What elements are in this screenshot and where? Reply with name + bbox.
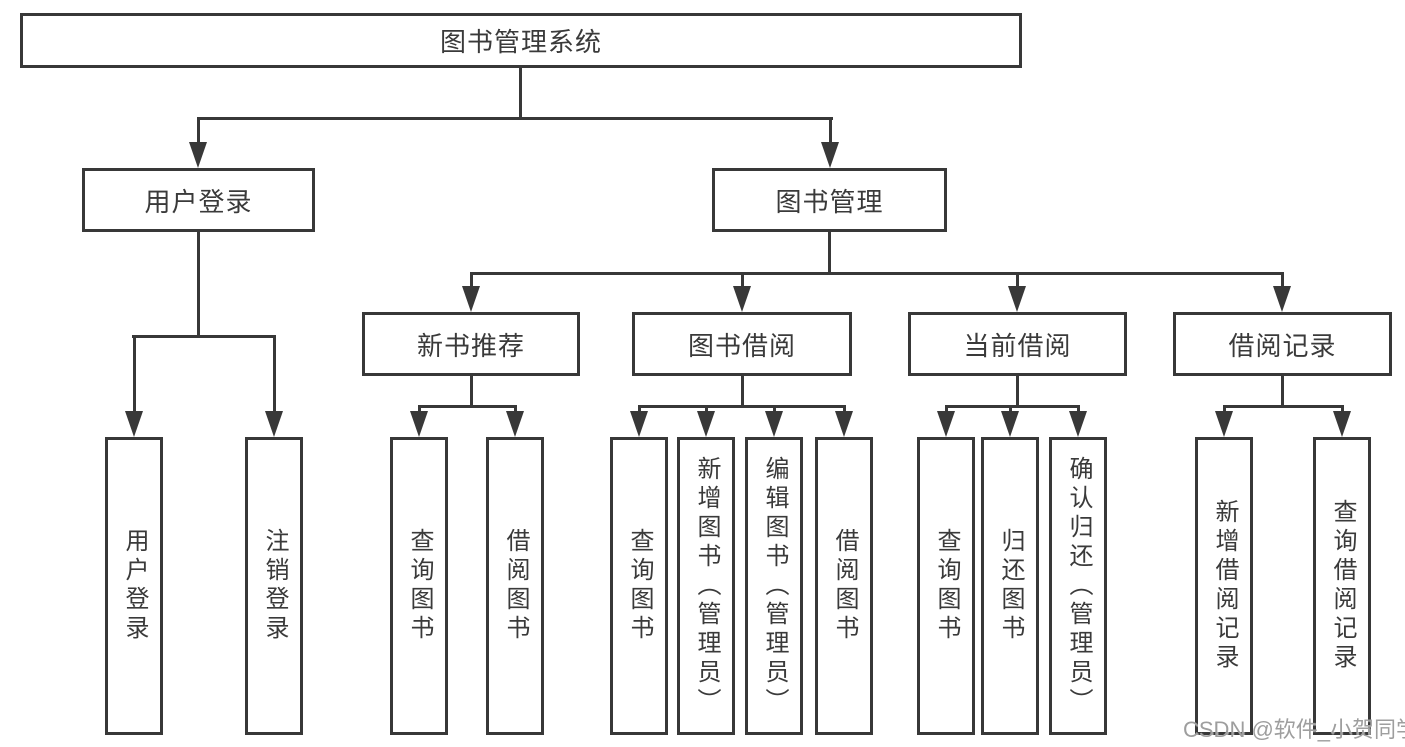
arrowhead [1069, 411, 1087, 437]
leaf-confirm-return-admin: 确认归还（管理员） [1049, 437, 1107, 735]
connector-shaft [773, 405, 776, 415]
leaf-add-borrow-record: 新增借阅记录 [1195, 437, 1253, 735]
node-book-management: 图书管理 [712, 168, 947, 232]
connector-stub [741, 376, 744, 408]
connector-stub [470, 376, 473, 408]
node-label: 用户登录 [144, 186, 253, 217]
connector-shaft [470, 272, 473, 292]
connector-user-stub [197, 232, 200, 338]
node-library-management-system: 图书管理系统 [20, 13, 1022, 68]
node-label: 图书管理 [775, 186, 884, 217]
node-borrow-records: 借阅记录 [1173, 312, 1392, 376]
arrowhead [1008, 286, 1026, 312]
leaf-query-books-current: 查询图书 [917, 437, 975, 735]
node-label: 借阅记录 [1228, 330, 1337, 361]
node-current-borrow: 当前借阅 [908, 312, 1127, 376]
arrowhead [125, 411, 143, 437]
connector-stub [1016, 376, 1019, 408]
node-label: 图书管理系统 [439, 27, 602, 57]
connector-shaft [1016, 272, 1019, 292]
connector-user-rail [132, 335, 276, 338]
connector-shaft [638, 405, 641, 415]
leaf-borrow-books: 借阅图书 [815, 437, 873, 735]
arrowhead [1273, 286, 1291, 312]
connector-shaft [843, 405, 846, 415]
arrowhead [462, 286, 480, 312]
connector-rail [638, 405, 845, 408]
node-label: 图书借阅 [687, 330, 796, 361]
connector-shaft [418, 405, 421, 415]
node-new-book-recommend: 新书推荐 [362, 312, 580, 376]
connector-stub [1281, 376, 1284, 408]
leaf-borrow-books-recommend: 借阅图书 [486, 437, 544, 735]
connector-shaft [1077, 405, 1080, 415]
connector-shaft [1341, 405, 1344, 415]
arrowhead [835, 411, 853, 437]
arrowhead [1215, 411, 1233, 437]
connector-mgmt-stub [828, 232, 831, 275]
connector-rail [418, 405, 517, 408]
connector-shaft [273, 335, 276, 413]
connector-shaft [1281, 272, 1284, 292]
connector-shaft [197, 117, 200, 146]
arrowhead [1333, 411, 1351, 437]
connector-shaft [1223, 405, 1226, 415]
arrowhead [937, 411, 955, 437]
connector-shaft [1009, 405, 1012, 415]
watermark: CSDN @软件_小贺同学 [1183, 717, 1405, 742]
arrowhead [506, 411, 524, 437]
connector-shaft [705, 405, 708, 415]
arrowhead [630, 411, 648, 437]
leaf-edit-books-admin: 编辑图书（管理员） [745, 437, 803, 735]
leaf-query-books-recommend: 查询图书 [390, 437, 448, 735]
leaf-add-books-admin: 新增图书（管理员） [677, 437, 735, 735]
connector-mgmt-rail [470, 272, 1284, 275]
node-label: 当前借阅 [963, 330, 1072, 361]
arrowhead [265, 411, 283, 437]
leaf-user-login: 用户登录 [105, 437, 163, 735]
arrowhead [733, 286, 751, 312]
connector-shaft [829, 117, 832, 146]
connector-shaft [514, 405, 517, 415]
arrowhead [697, 411, 715, 437]
arrowhead [765, 411, 783, 437]
connector-root-rail [197, 117, 833, 120]
connector-shaft [945, 405, 948, 415]
connector-rail [945, 405, 1079, 408]
node-book-borrow: 图书借阅 [632, 312, 852, 376]
leaf-logout: 注销登录 [245, 437, 303, 735]
connector-rail [1223, 405, 1343, 408]
arrowhead [821, 142, 839, 168]
arrowhead [410, 411, 428, 437]
leaf-query-books-borrow: 查询图书 [610, 437, 668, 735]
node-user-login: 用户登录 [82, 168, 315, 232]
leaf-query-borrow-record: 查询借阅记录 [1313, 437, 1371, 735]
arrowhead [189, 142, 207, 168]
arrowhead [1001, 411, 1019, 437]
node-label: 新书推荐 [416, 330, 525, 361]
leaf-return-books: 归还图书 [981, 437, 1039, 735]
connector-root-stub [519, 68, 522, 120]
connector-shaft [741, 272, 744, 292]
connector-shaft [133, 335, 136, 413]
